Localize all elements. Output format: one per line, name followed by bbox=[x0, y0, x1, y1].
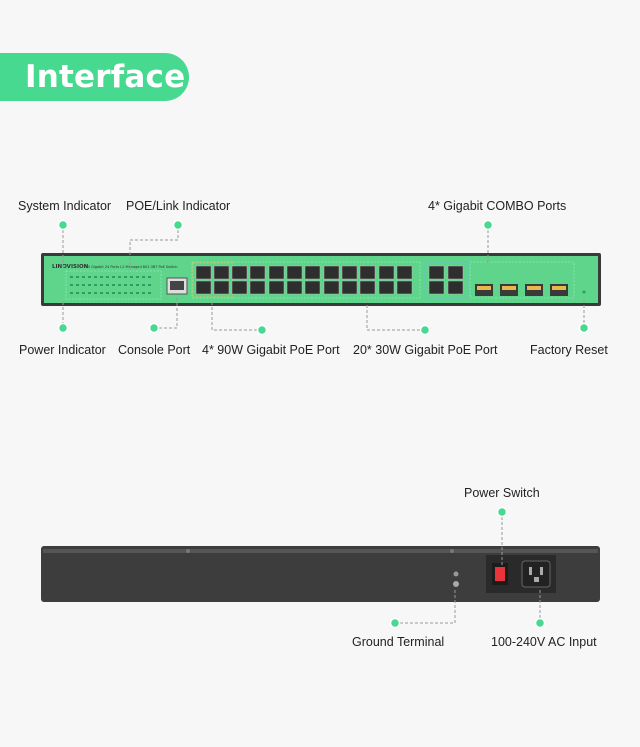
factory-reset-button bbox=[582, 290, 586, 294]
rear-callout-lines bbox=[395, 512, 541, 624]
label-combo-ports: 4* Gigabit COMBO Ports bbox=[428, 199, 567, 213]
sfp-ports bbox=[475, 284, 568, 296]
label-power-indicator: Power Indicator bbox=[19, 343, 106, 357]
console-port bbox=[166, 277, 188, 295]
front-panel: LINOVISION Full Gigabit 24 Ports L2 Mana… bbox=[41, 253, 601, 306]
label-poe-30w-port: 20* 30W Gigabit PoE Port bbox=[353, 343, 498, 357]
label-power-switch: Power Switch bbox=[464, 486, 540, 500]
rj45-port-block bbox=[191, 261, 421, 299]
label-factory-reset: Factory Reset bbox=[530, 343, 608, 357]
poe-90w-ports-highlight bbox=[192, 262, 234, 298]
label-poe-link-indicator: POE/Link Indicator bbox=[126, 199, 231, 213]
rear-panel bbox=[41, 546, 600, 602]
ac-inlet-shape bbox=[521, 560, 551, 588]
model-text: Full Gigabit 24 Ports L2 Managed 802.3BT… bbox=[84, 265, 178, 269]
combo-ports bbox=[424, 261, 575, 299]
rear-callout-dots bbox=[389, 506, 546, 629]
interface-heading: Interface bbox=[25, 59, 186, 95]
interface-heading-banner: Interface bbox=[0, 53, 189, 101]
brand-logo: LINOVISION bbox=[52, 264, 89, 270]
label-ground-terminal: Ground Terminal bbox=[352, 635, 445, 649]
led-indicator-block bbox=[65, 270, 162, 300]
label-ac-input: 100-240V AC Input bbox=[491, 635, 597, 649]
ground-terminal bbox=[453, 571, 459, 587]
front-callout-dots bbox=[57, 219, 590, 336]
label-system-indicator: System Indicator bbox=[18, 199, 112, 213]
front-callout-lines bbox=[62, 225, 585, 331]
power-switch-shape bbox=[492, 563, 508, 585]
label-console-port: Console Port bbox=[118, 343, 191, 357]
label-poe-90w-port: 4* 90W Gigabit PoE Port bbox=[202, 343, 340, 357]
